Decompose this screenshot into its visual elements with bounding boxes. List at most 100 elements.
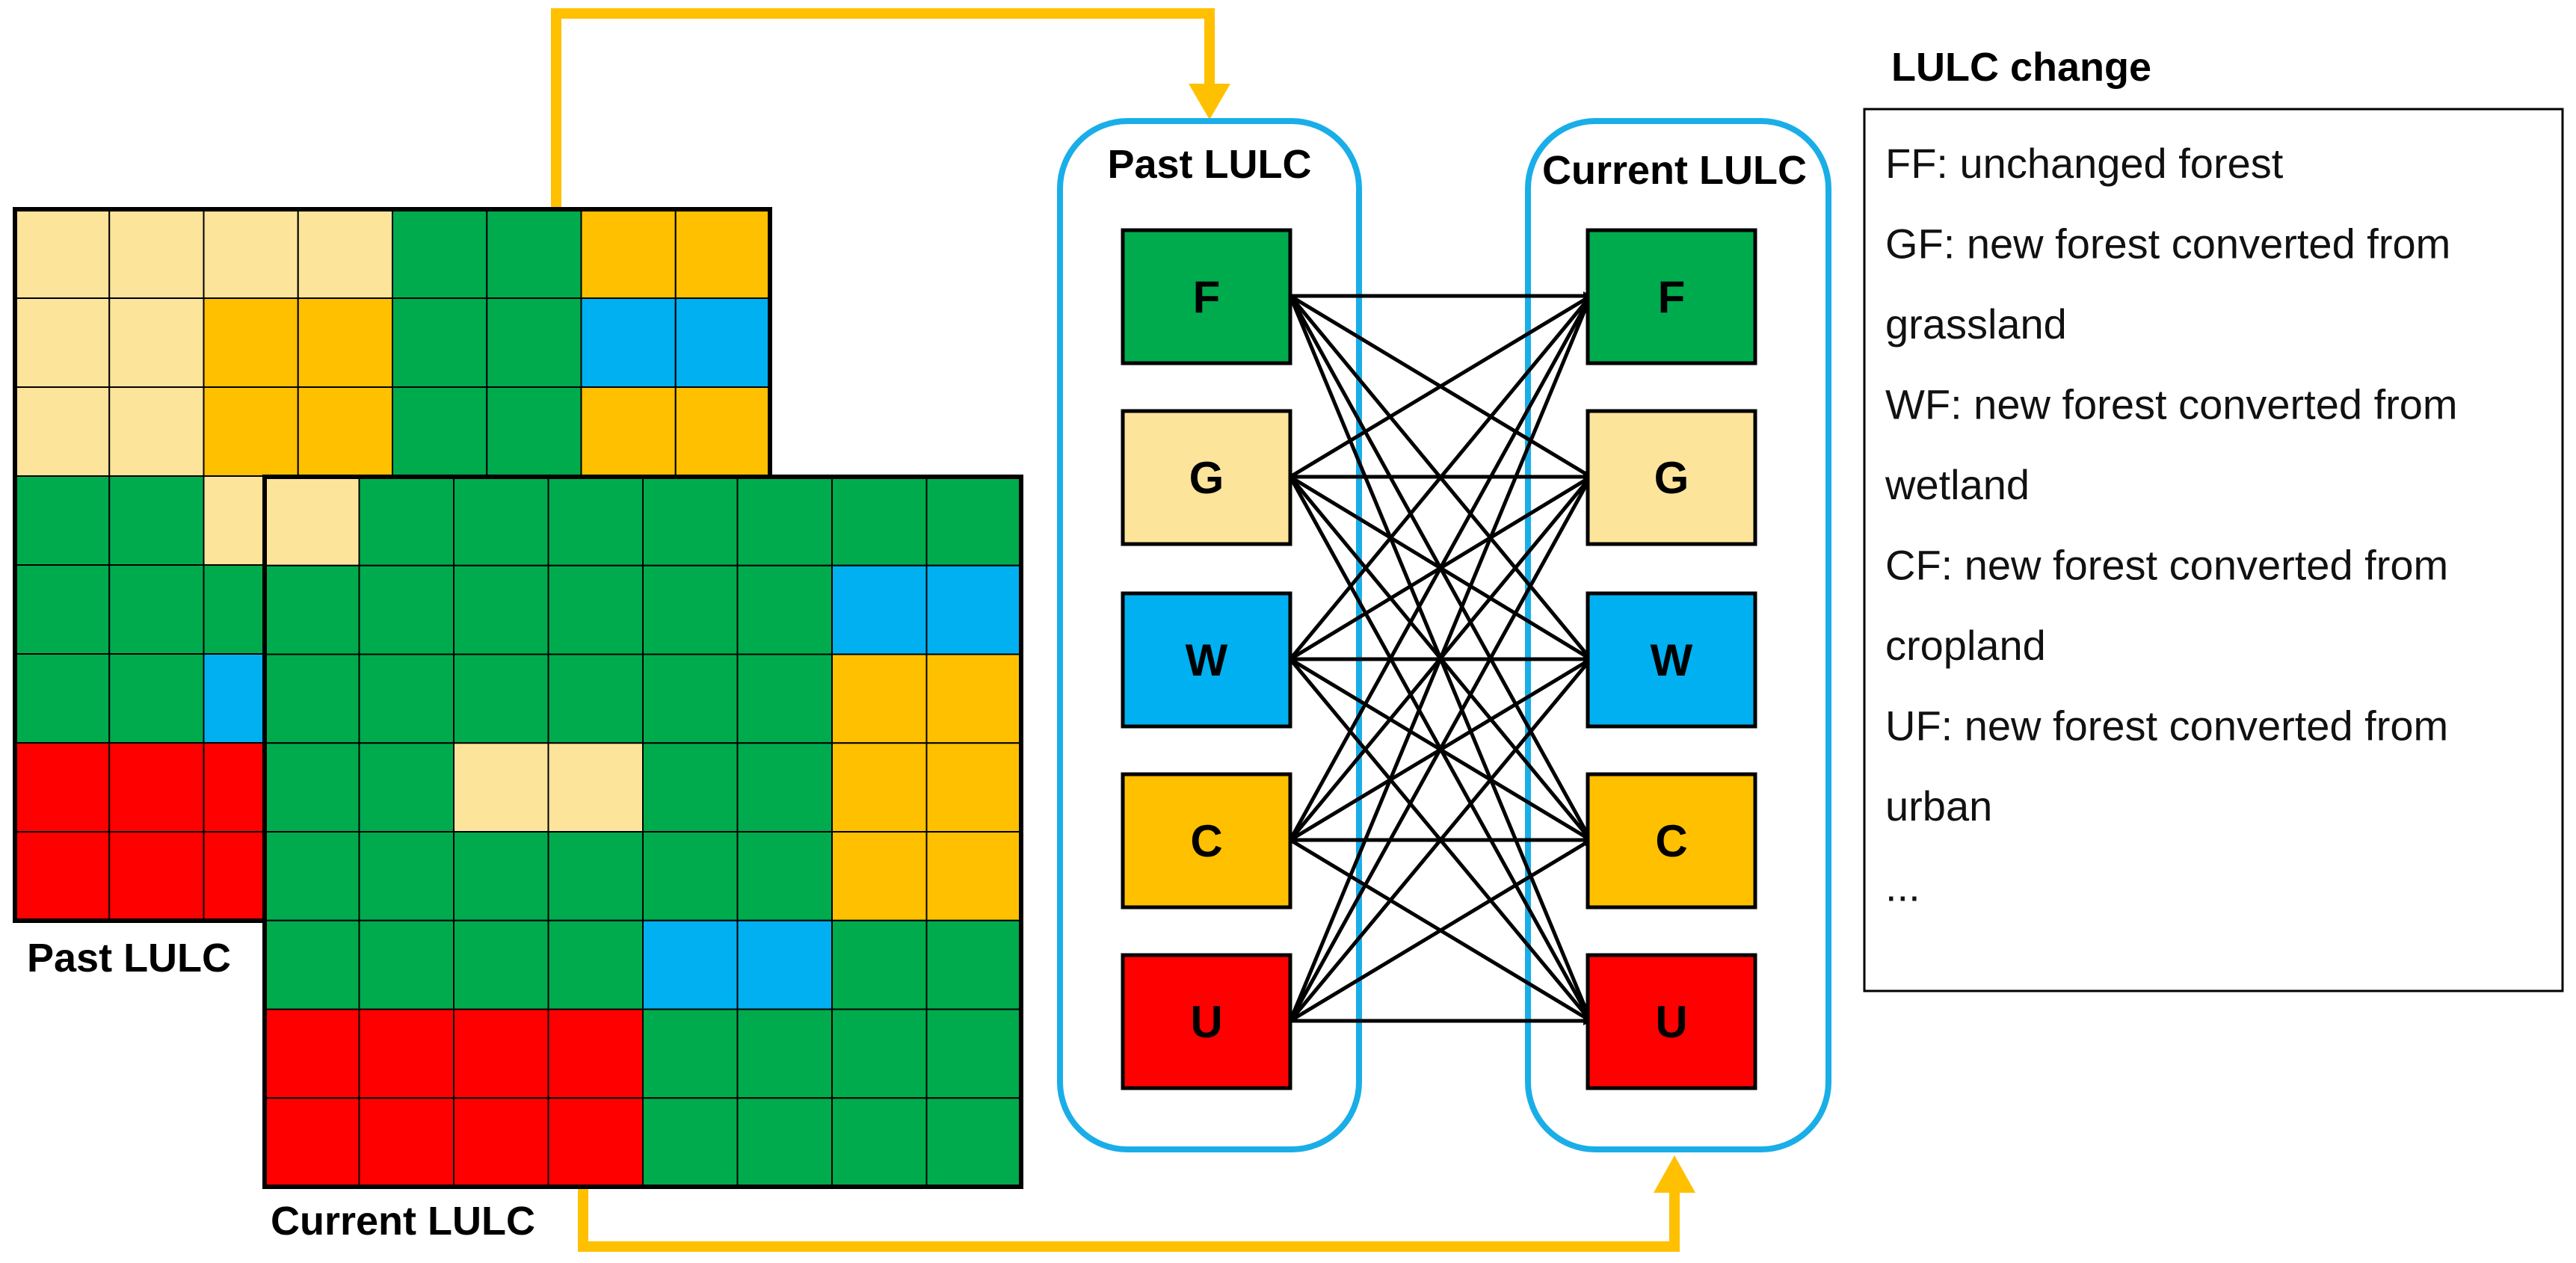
current-grid-cell <box>925 1097 1022 1188</box>
past-grid-cell <box>108 297 205 388</box>
current-lulc-container <box>1525 118 1831 1152</box>
past-grid-cell <box>486 386 582 477</box>
current-grid-label: Current LULC <box>271 1199 535 1244</box>
current-grid-cell <box>642 476 739 566</box>
legend-line: wetland <box>1885 461 2030 508</box>
current-grid-cell <box>642 1008 739 1099</box>
current-grid-cell <box>264 1008 360 1099</box>
flow-arrow-current <box>578 1155 1695 1252</box>
current-grid-cell <box>547 919 644 1010</box>
past-grid-cell <box>14 742 111 833</box>
current-grid-cell <box>736 742 833 833</box>
past-class-box-u <box>1121 953 1292 1090</box>
transition-arrow <box>1288 294 1593 842</box>
past-class-label-f: F <box>1193 272 1221 322</box>
past-class-box-g <box>1121 409 1292 546</box>
past-grid-cell <box>14 297 111 388</box>
past-grid-cell <box>108 475 205 566</box>
current-class-label-f: F <box>1658 272 1686 322</box>
current-grid-cell <box>831 476 928 566</box>
current-grid-cell <box>453 831 549 921</box>
current-class-box-g <box>1586 409 1757 546</box>
current-grid-cell <box>358 742 455 833</box>
current-grid-cell <box>547 653 644 744</box>
transition-arrow <box>1289 838 1592 1023</box>
current-grid-cell <box>736 1097 833 1188</box>
current-grid-cell <box>453 919 549 1010</box>
past-class-label-u: U <box>1190 997 1222 1047</box>
current-grid-cell <box>547 1097 644 1188</box>
current-grid-cell <box>831 564 928 655</box>
past-grid-cell <box>14 831 111 921</box>
current-grid-cell <box>264 919 360 1010</box>
transition-arrows <box>1288 291 1593 1025</box>
legend-line: WF: new forest converted from <box>1885 381 2458 428</box>
current-grid-cell <box>264 1097 360 1188</box>
past-class-label-g: G <box>1189 453 1224 503</box>
past-grid-cell <box>674 386 771 477</box>
past-grid-cell <box>108 386 205 477</box>
current-grid-cell <box>453 476 549 566</box>
current-grid-cell <box>358 831 455 921</box>
current-grid-cell <box>736 1008 833 1099</box>
past-class-box-w <box>1121 591 1292 729</box>
past-class-label-c: C <box>1190 816 1222 866</box>
current-grid-cell <box>453 564 549 655</box>
past-grid-cell <box>580 297 677 388</box>
legend-box <box>1863 108 2564 992</box>
current-grid-cell <box>547 1008 644 1099</box>
past-grid-cell <box>297 209 393 299</box>
current-grid-cell <box>358 1097 455 1188</box>
past-grid-cell <box>203 209 299 299</box>
past-lulc-container <box>1057 118 1362 1152</box>
transition-arrow <box>1288 294 1593 1022</box>
past-grid-cell <box>14 653 111 744</box>
past-grid-cell <box>203 386 299 477</box>
past-grid-cell <box>580 386 677 477</box>
current-grid-cell <box>831 653 928 744</box>
current-class-label-u: U <box>1655 997 1687 1047</box>
current-grid-cell <box>358 919 455 1010</box>
past-grid-cell <box>203 297 299 388</box>
current-grid-cell <box>736 476 833 566</box>
past-grid-cell <box>486 209 582 299</box>
past-grid-cell <box>580 209 677 299</box>
current-grid-cell <box>358 476 455 566</box>
current-class-label-w: W <box>1651 635 1693 685</box>
current-grid-cell <box>831 1097 928 1188</box>
current-class-box-f <box>1586 228 1757 365</box>
current-grid-cell <box>547 476 644 566</box>
current-grid-cell <box>736 831 833 921</box>
past-grid-cell <box>14 386 111 477</box>
past-grid-cell <box>674 209 771 299</box>
past-grid-cell <box>108 564 205 655</box>
current-grid-cell <box>264 564 360 655</box>
current-grid-cell <box>264 653 360 744</box>
current-grid-cell <box>925 919 1022 1010</box>
current-grid-cell <box>736 919 833 1010</box>
current-grid-cell <box>831 742 928 833</box>
current-grid-cell <box>736 653 833 744</box>
past-grid-label: Past LULC <box>27 936 231 981</box>
current-class-box-w <box>1586 591 1757 729</box>
current-grid-cell <box>831 919 928 1010</box>
past-grid-cell <box>108 209 205 299</box>
current-grid-cell <box>831 1008 928 1099</box>
transition-arrow <box>1289 294 1592 661</box>
legend-line: UF: new forest converted from <box>1885 702 2448 750</box>
current-lulc-grid <box>262 475 1023 1189</box>
current-grid-cell <box>925 564 1022 655</box>
past-grid-cell <box>108 742 205 833</box>
current-grid-cell <box>925 476 1022 566</box>
current-grid-cell <box>453 742 549 833</box>
current-grid-cell <box>642 1097 739 1188</box>
legend-title: LULC change <box>1891 45 2151 90</box>
current-grid-cell <box>642 831 739 921</box>
current-grid-cell <box>358 653 455 744</box>
current-grid-cell <box>642 653 739 744</box>
legend-line: GF: new forest converted from <box>1885 220 2450 268</box>
